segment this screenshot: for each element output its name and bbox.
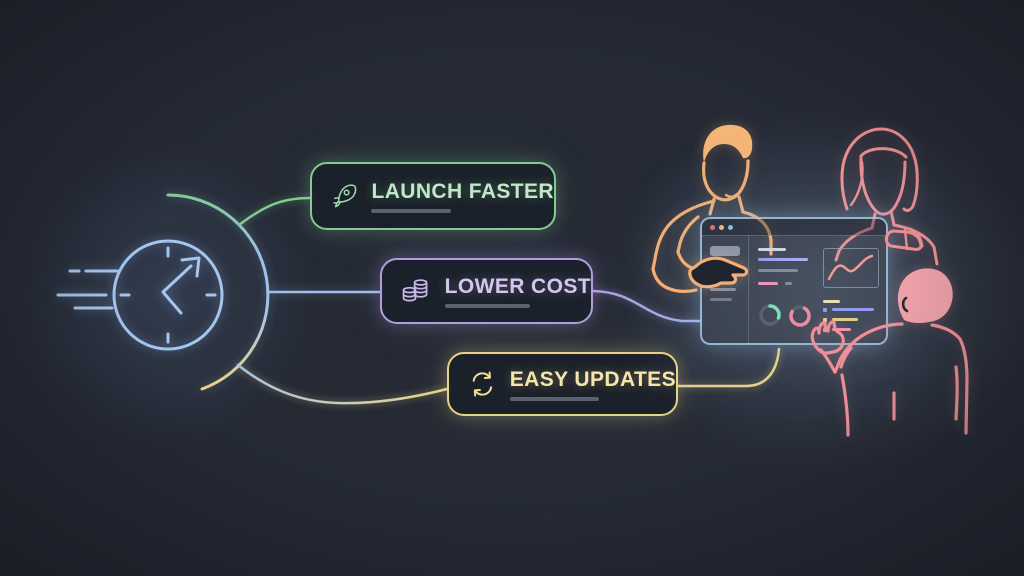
- text-line: [785, 282, 792, 285]
- text-line: [758, 282, 778, 285]
- torso: [892, 223, 939, 266]
- coins-icon: [402, 279, 428, 302]
- neck: [737, 195, 745, 214]
- label-underline: [509, 396, 599, 401]
- analytics-dashboard-window: [700, 217, 888, 345]
- benefit-label: LAUNCH FASTER: [371, 179, 554, 203]
- speeding-clock-icon: [56, 239, 224, 351]
- arm: [676, 215, 700, 254]
- neck: [889, 209, 896, 227]
- clock-hands: [161, 264, 193, 315]
- list-line: [832, 328, 851, 331]
- clock-arrowhead: [180, 256, 201, 278]
- clock-face: [112, 239, 224, 351]
- benefit-easy-updates: EASY UPDATES: [447, 352, 678, 416]
- face: [701, 159, 750, 202]
- connector-launch: [237, 196, 312, 227]
- list-bullet: [823, 318, 827, 322]
- list-line: [832, 308, 874, 311]
- ear: [901, 296, 909, 313]
- traffic-light-red: [710, 224, 715, 230]
- list-line: [832, 318, 858, 321]
- face: [859, 156, 907, 216]
- donut-charts: [759, 304, 811, 327]
- text-line: [758, 258, 808, 261]
- label-underline: [371, 208, 452, 213]
- forearm-hand: [884, 229, 923, 251]
- benefit-lower-cost: LOWER COST: [380, 258, 593, 324]
- arm: [839, 346, 853, 369]
- refresh-icon: [472, 371, 493, 397]
- hair: [840, 127, 919, 212]
- forearm: [676, 250, 697, 271]
- mouth: [724, 192, 739, 198]
- benefit-label: EASY UPDATES: [509, 367, 676, 391]
- text-line: [758, 269, 798, 272]
- forearm: [819, 348, 837, 374]
- connector-cost-to-dashboard: [591, 289, 702, 323]
- sidebar-divider: [748, 235, 749, 343]
- connector-updates-to-dashboard: [676, 347, 781, 388]
- connector-updates: [236, 363, 449, 405]
- clock-glow: [18, 145, 318, 445]
- label-underline: [444, 303, 530, 308]
- branching-arc: [166, 193, 270, 391]
- torso: [958, 337, 969, 435]
- benefit-launch-faster: LAUNCH FASTER: [310, 162, 556, 230]
- shoulder: [930, 323, 962, 341]
- traffic-light-teal: [728, 224, 733, 230]
- body-line: [840, 373, 850, 437]
- list-bullet: [823, 328, 827, 332]
- woman-pointing-arm: [884, 227, 924, 251]
- wrist: [903, 228, 909, 251]
- hair: [703, 124, 753, 163]
- body-line: [954, 365, 959, 421]
- list-bullet: [823, 308, 827, 312]
- rocket-icon: [333, 184, 357, 208]
- benefit-label: LOWER COST: [444, 274, 591, 298]
- window-titlebar: [702, 219, 886, 236]
- trend-line: [827, 254, 874, 281]
- line-chart-widget: [823, 248, 879, 288]
- text-line: [758, 248, 786, 251]
- forearm: [651, 267, 698, 293]
- hair: [897, 268, 953, 324]
- neck: [708, 197, 716, 216]
- bangs: [859, 147, 908, 159]
- sidebar-line: [710, 298, 732, 301]
- sidebar-button: [710, 246, 740, 256]
- traffic-light-yellow: [719, 224, 724, 230]
- bangs: [849, 160, 864, 207]
- upper-arm: [908, 227, 924, 248]
- list-heading-line: [823, 300, 840, 303]
- sidebar-line: [710, 288, 736, 291]
